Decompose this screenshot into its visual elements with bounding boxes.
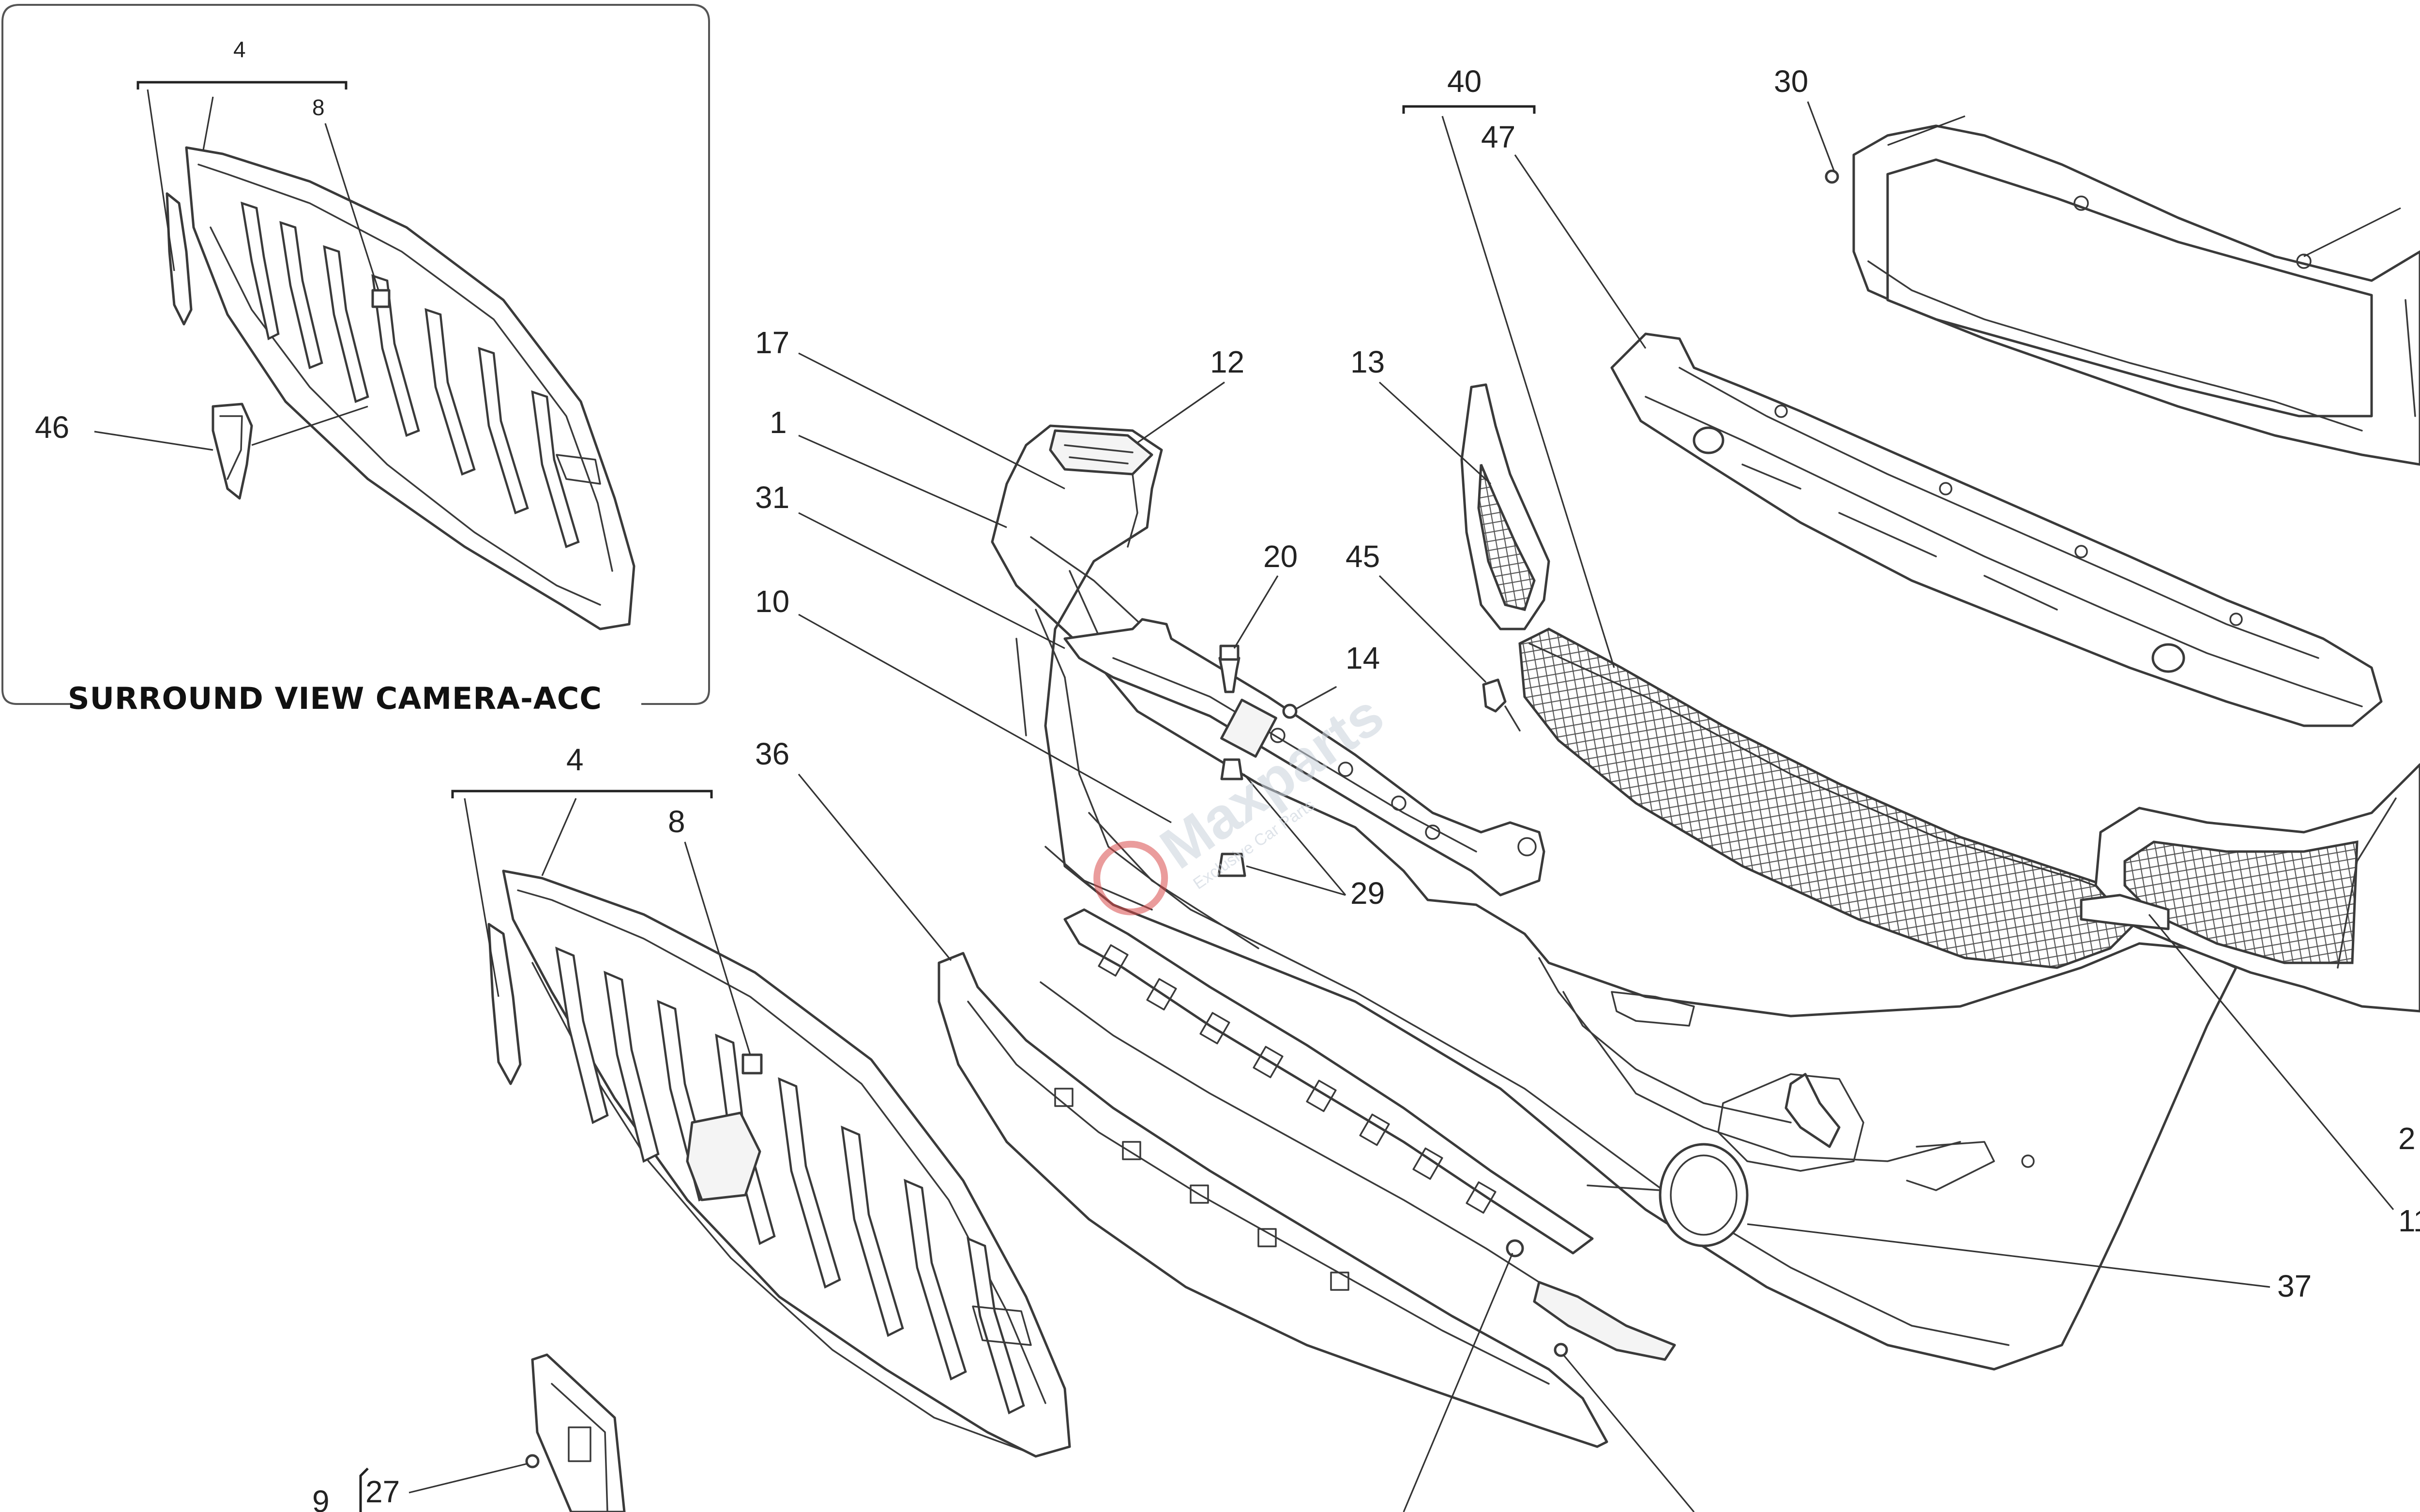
callout-10: 10 (755, 584, 789, 619)
callout-27: 27 (365, 1474, 400, 1509)
clip-45 (1482, 678, 1507, 713)
callout-36: 36 (755, 736, 789, 771)
callout-47: 47 (1481, 120, 1515, 154)
callout-46: 46 (35, 410, 69, 445)
callout-8-inset: 8 (312, 95, 325, 120)
callout-12: 12 (1210, 344, 1244, 379)
callout-11: 11 (2398, 1203, 2420, 1238)
callout-45: 45 (1346, 539, 1380, 574)
callout-20: 20 (1263, 539, 1298, 574)
callout-14: 14 (1346, 641, 1380, 675)
inset-panel: SURROUND VIEW CAMERA-ACC 4 (1, 4, 710, 716)
inset-side-strip (166, 192, 193, 326)
lower-plate (525, 1353, 626, 1512)
right-corner-grille (2080, 763, 2420, 1013)
lower-splitter (938, 952, 1608, 1448)
bumper-lower-rail (1063, 908, 1594, 1255)
inset-grille (185, 146, 635, 630)
callout-29: 29 (1350, 876, 1385, 911)
fog-light-ring-37 (1659, 1143, 1749, 1247)
bumper-upper-bracket (1063, 618, 1545, 897)
main-grille (502, 869, 1071, 1458)
screw-bumper-lower (1506, 1239, 1524, 1258)
inset-camera-bracket (212, 403, 253, 500)
callout-40: 40 (1447, 64, 1482, 99)
nut-29b (1217, 853, 1246, 877)
inset-caption: SURROUND VIEW CAMERA-ACC (68, 681, 602, 716)
fog-lamp (1785, 1073, 1841, 1148)
screw-14 (1282, 704, 1298, 719)
screw-30 (1825, 169, 1839, 184)
callout-30: 30 (1774, 64, 1808, 99)
main-clip-8 (741, 1053, 763, 1075)
main-grille-emblem-mount (686, 1111, 761, 1201)
callout-13: 13 (1350, 344, 1385, 379)
callout-4-main: 4 (566, 742, 584, 777)
nut-29a (1220, 758, 1243, 780)
splitter-clips (1054, 1088, 1349, 1291)
callout-8-main: 8 (668, 804, 685, 839)
inset-clip-8 (371, 289, 391, 308)
lower-mesh-grille (1518, 628, 2141, 969)
callout-4-inset: 4 (233, 37, 246, 62)
main-grille-slats (555, 946, 1025, 1415)
callout-27-prefix: 9 (312, 1484, 330, 1512)
rail-tabs (1098, 944, 1497, 1214)
inset-grille-slats (241, 201, 580, 549)
air-duct-shroud (1852, 124, 2420, 466)
upper-duct-frame (1610, 332, 2383, 727)
callouts: 4 8 36 17 1 31 10 12 20 14 29 13 45 40 4… (312, 64, 2420, 1512)
callout-2: 2 (2398, 1121, 2416, 1156)
fasteners (1217, 169, 1839, 1357)
callout-31: 31 (755, 480, 789, 515)
callout-37: 37 (2277, 1269, 2312, 1303)
side-grille-insert (1460, 383, 1550, 630)
splitter-extension (1533, 1281, 1676, 1361)
main-side-strip (487, 923, 522, 1085)
callout-17: 17 (755, 325, 789, 360)
watermark-logo-icon (1093, 840, 1168, 915)
screw-splitter (1554, 1343, 1568, 1357)
callout-1: 1 (770, 405, 787, 440)
